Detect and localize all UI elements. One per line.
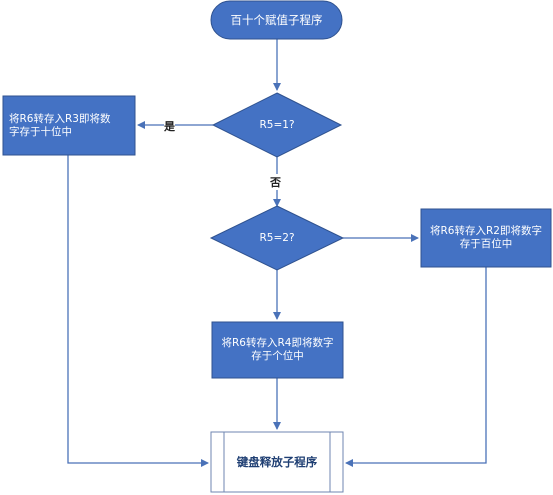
decision2-label: R5=2? — [237, 229, 317, 247]
end-node-text: 键盘释放子程序 — [236, 454, 318, 469]
decision1-text: R5=1? — [259, 118, 295, 131]
connectors — [67, 39, 487, 467]
start-node-shape — [210, 0, 343, 40]
decision2-text: R5=2? — [259, 231, 295, 244]
middle-box-shape — [211, 321, 344, 379]
yes-label: 是 — [164, 118, 175, 134]
end-node-shape — [210, 431, 344, 493]
end-node-label: 键盘释放子程序 — [211, 432, 343, 492]
decision2-shape — [209, 205, 345, 271]
right-box-label: 将R6转存入R2即将数字存于百位中 — [421, 209, 551, 267]
start-node-label: 百十个赋值子程序 — [211, 1, 342, 39]
decision1-shape — [211, 92, 343, 158]
no-label: 否 — [270, 174, 281, 190]
edge-left-box-to-end — [67, 155, 209, 467]
right-box-text: 将R6转存入R2即将数字存于百位中 — [430, 225, 542, 250]
edge-right-box-to-end — [345, 267, 487, 467]
middle-box-label: 将R6转存入R4即将数字存于个位中 — [212, 322, 343, 378]
decision1-label: R5=1? — [237, 116, 317, 134]
left-box-label: 将R6转存入R3即将数字存于十位中 — [3, 96, 135, 155]
left-box-shape — [2, 95, 136, 156]
left-box-text: 将R6转存入R3即将数字存于十位中 — [9, 112, 111, 138]
middle-box-text: 将R6转存入R4即将数字存于个位中 — [221, 337, 334, 362]
right-box-shape — [420, 208, 552, 268]
start-node-text: 百十个赋值子程序 — [230, 12, 323, 27]
